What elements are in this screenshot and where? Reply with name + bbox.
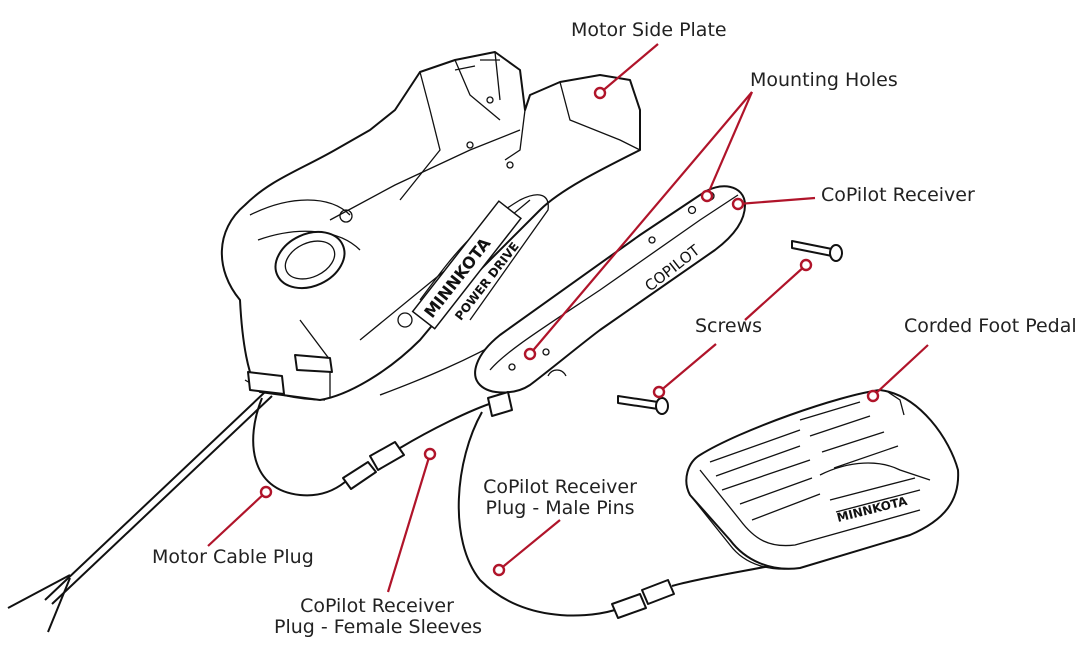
dot-motor-cable-plug: [259, 485, 273, 499]
label-motor-cable-plug: Motor Cable Plug: [152, 546, 314, 568]
label-mounting-holes: Mounting Holes: [750, 69, 898, 91]
label-receiver-plug-male-line2: Plug - Male Pins: [485, 497, 635, 519]
copilot-receiver-plate: COPILOT: [474, 185, 746, 394]
screw-top: [791, 240, 843, 262]
label-screws: Screws: [695, 315, 763, 337]
screw-bottom: [617, 395, 669, 415]
label-corded-foot-pedal: Corded Foot Pedal: [904, 315, 1077, 337]
label-receiver-plug-male: CoPilot Receiver Plug - Male Pins: [478, 477, 642, 519]
dot-mounting-hole-1: [523, 347, 537, 361]
dot-motor-side-plate: [593, 86, 607, 100]
label-receiver-plug-female-line2: Plug - Female Sleeves: [274, 616, 483, 638]
label-receiver-plug-male-line1: CoPilot Receiver: [483, 476, 637, 498]
dot-copilot-receiver: [731, 197, 745, 211]
label-receiver-plug-female-line1: CoPilot Receiver: [300, 595, 454, 617]
leaders: [207, 43, 929, 593]
dot-male-pins: [492, 563, 506, 577]
dot-female-sleeves: [423, 447, 437, 461]
corded-foot-pedal: MINNKOTA: [685, 389, 960, 570]
dot-screw-bottom: [652, 385, 666, 399]
dot-mounting-hole-2: [700, 189, 714, 203]
dot-screw-top: [799, 258, 813, 272]
label-copilot-receiver: CoPilot Receiver: [821, 184, 975, 206]
label-receiver-plug-female: CoPilot Receiver Plug - Female Sleeves: [274, 595, 483, 638]
label-motor-side-plate: Motor Side Plate: [571, 19, 727, 41]
cables: [7, 391, 776, 633]
dot-foot-pedal: [866, 389, 880, 403]
